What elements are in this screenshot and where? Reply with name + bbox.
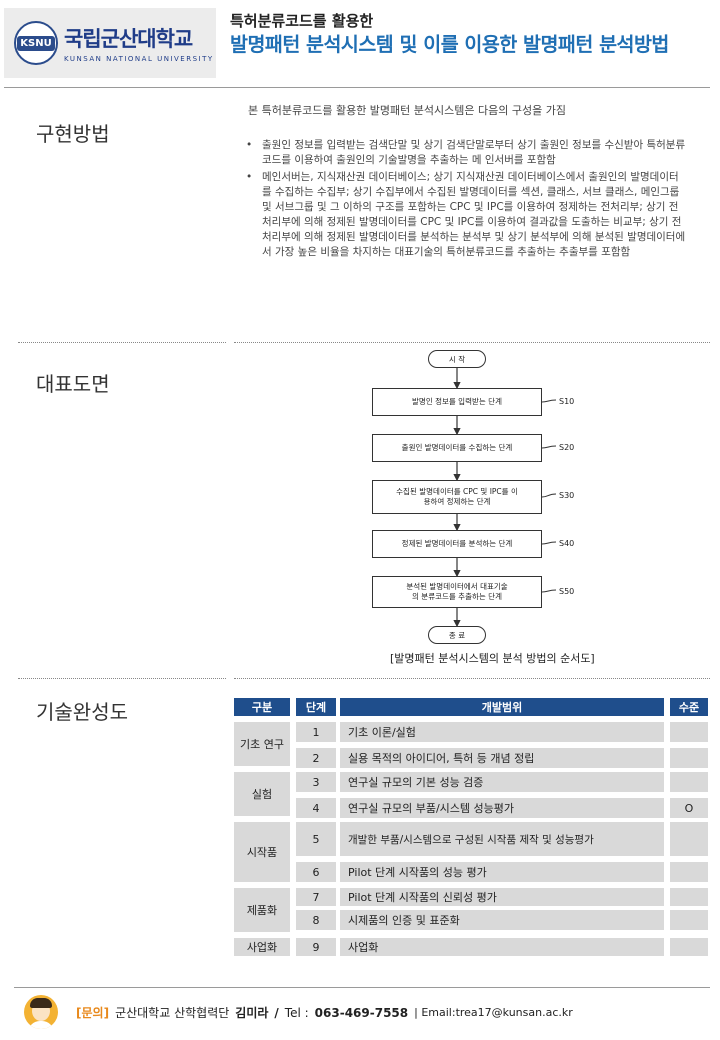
flow-step-s10: 발명인 정보를 입력받는 단계 bbox=[372, 388, 542, 416]
implementation-bullet: 메인서버는, 지식재산권 데이터베이스; 상기 지식재산권 데이터베이스에서 출… bbox=[244, 170, 688, 260]
contact-organization: 군산대학교 산학협력단 bbox=[115, 1006, 230, 1020]
table-level-cell: O bbox=[670, 798, 708, 818]
section-label-maturity: 기술완성도 bbox=[36, 700, 128, 724]
table-scope-cell: 연구실 규모의 부품/시스템 성능평가 bbox=[340, 798, 664, 818]
table-header-scope: 개발범위 bbox=[340, 698, 664, 716]
table-group-cell: 실험 bbox=[234, 772, 290, 816]
section-divider bbox=[234, 678, 710, 679]
flowchart-caption: [발명패턴 분석시스템의 분석 방법의 순서도] bbox=[390, 652, 595, 665]
table-header-level: 수준 bbox=[670, 698, 708, 716]
flow-start-node: 시 작 bbox=[428, 350, 486, 368]
flow-step-s40: 정제된 발명데이터를 분석하는 단계 bbox=[372, 530, 542, 558]
table-stage-cell: 9 bbox=[296, 938, 336, 956]
table-level-cell bbox=[670, 862, 708, 882]
table-level-cell bbox=[670, 888, 708, 906]
flow-step-s30: 수집된 발명데이터를 CPC 및 IPC를 이용하여 정제하는 단계 bbox=[372, 480, 542, 514]
contact-line: [문의] 군산대학교 산학협력단 김미라 / Tel : 063-469-755… bbox=[76, 1004, 573, 1021]
section-divider bbox=[18, 342, 226, 343]
table-stage-cell: 5 bbox=[296, 822, 336, 856]
step-code-label: S50 bbox=[559, 587, 574, 596]
implementation-list: 출원인 정보를 입력받는 검색단말 및 상기 검색단말로부터 상기 출원인 정보… bbox=[244, 138, 688, 262]
contact-separator: / bbox=[274, 1005, 279, 1020]
logo-english-name: KUNSAN NATIONAL UNIVERSITY bbox=[64, 55, 214, 63]
table-level-cell bbox=[670, 910, 708, 930]
table-scope-cell: 개발한 부품/시스템으로 구성된 시작품 제작 및 성능평가 bbox=[340, 822, 664, 856]
table-level-cell bbox=[670, 772, 708, 792]
footer-divider bbox=[14, 987, 710, 988]
table-scope-cell: Pilot 단계 시작품의 신뢰성 평가 bbox=[340, 888, 664, 906]
implementation-intro: 본 특허분류코드를 활용한 발명패턴 분석시스템은 다음의 구성을 가짐 bbox=[248, 104, 566, 117]
table-level-cell bbox=[670, 822, 708, 856]
contact-email[interactable]: | Email:trea17@kunsan.ac.kr bbox=[414, 1006, 573, 1019]
table-level-cell bbox=[670, 748, 708, 768]
table-stage-cell: 6 bbox=[296, 862, 336, 882]
section-label-drawing: 대표도면 bbox=[36, 372, 110, 396]
table-header-stage: 단계 bbox=[296, 698, 336, 716]
table-scope-cell: 시제품의 인증 및 표준화 bbox=[340, 910, 664, 930]
section-label-implementation: 구현방법 bbox=[36, 122, 110, 146]
university-emblem: KSNU bbox=[14, 21, 58, 65]
contact-person-name: 김미라 bbox=[235, 1006, 269, 1020]
section-divider bbox=[18, 678, 226, 679]
table-group-cell: 사업화 bbox=[234, 938, 290, 956]
flow-end-node: 종 료 bbox=[428, 626, 486, 644]
table-scope-cell: 기초 이론/실험 bbox=[340, 722, 664, 742]
page-subtitle: 특허분류코드를 활용한 bbox=[230, 12, 374, 30]
step-code-label: S30 bbox=[559, 491, 574, 500]
section-divider bbox=[234, 342, 710, 343]
table-level-cell bbox=[670, 938, 708, 956]
table-group-cell: 기초 연구 bbox=[234, 722, 290, 766]
flow-step-s50: 분석된 발명데이터에서 대표기술의 분류코드를 추출하는 단계 bbox=[372, 576, 542, 608]
contact-telephone: 063-469-7558 bbox=[314, 1005, 409, 1020]
step-code-label: S10 bbox=[559, 397, 574, 406]
table-level-cell bbox=[670, 722, 708, 742]
table-stage-cell: 4 bbox=[296, 798, 336, 818]
step-code-label: S20 bbox=[559, 443, 574, 452]
table-stage-cell: 1 bbox=[296, 722, 336, 742]
table-scope-cell: Pilot 단계 시작품의 성능 평가 bbox=[340, 862, 664, 882]
table-stage-cell: 7 bbox=[296, 888, 336, 906]
table-scope-cell: 실용 목적의 아이디어, 특허 등 개념 정립 bbox=[340, 748, 664, 768]
university-logo: KSNU 국립군산대학교 KUNSAN NATIONAL UNIVERSITY bbox=[4, 8, 216, 78]
flow-step-s20: 출원인 발명데이터를 수집하는 단계 bbox=[372, 434, 542, 462]
contact-person-avatar bbox=[24, 995, 58, 1029]
implementation-bullet: 출원인 정보를 입력받는 검색단말 및 상기 검색단말로부터 상기 출원인 정보… bbox=[244, 138, 688, 168]
table-stage-cell: 8 bbox=[296, 910, 336, 930]
inquiry-label: [문의] bbox=[76, 1006, 110, 1020]
table-stage-cell: 3 bbox=[296, 772, 336, 792]
table-header-category: 구분 bbox=[234, 698, 290, 716]
logo-korean-name: 국립군산대학교 bbox=[64, 27, 193, 51]
tel-label: Tel : bbox=[284, 1005, 309, 1020]
step-code-label: S40 bbox=[559, 539, 574, 548]
page-title: 발명패턴 분석시스템 및 이를 이용한 발명패턴 분석방법 bbox=[230, 33, 669, 56]
table-group-cell: 제품화 bbox=[234, 888, 290, 932]
table-stage-cell: 2 bbox=[296, 748, 336, 768]
flowchart: S10 S20 S30 S40 S50 시 작 발명인 정보를 입력받는 단계 … bbox=[340, 348, 640, 658]
table-group-cell: 시작품 bbox=[234, 822, 290, 882]
table-scope-cell: 연구실 규모의 기본 성능 검증 bbox=[340, 772, 664, 792]
table-scope-cell: 사업화 bbox=[340, 938, 664, 956]
flowchart-connectors: S10 S20 S30 S40 S50 bbox=[453, 367, 574, 628]
header-divider bbox=[4, 87, 710, 88]
